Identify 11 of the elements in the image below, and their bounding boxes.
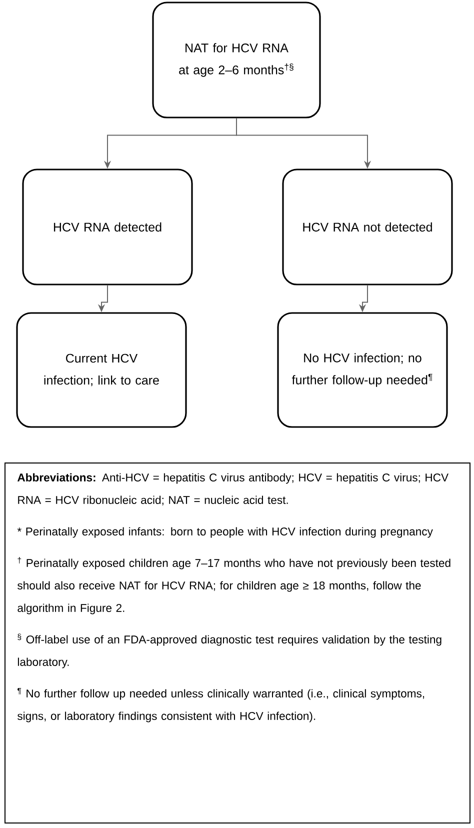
- footnote: $^{†}$ Perinatally exposed children age 7–17 months who have not previously been tested should also receive NAT for HCV RNA; for children age ≥ 18 months, follow the algorithm in Figure 2.: [18, 557, 450, 614]
- footnote: * Perinatally exposed infants: born to people with HCV infection during pregnancy: [17, 527, 433, 538]
- outcome-box: Current HCV infection; link to care: [16, 312, 187, 428]
- notes-box: [4, 462, 470, 824]
- footnote: $^{§}$ Off-label use of an FDA-approved diagnostic test requires validation by the testing laboratory.: [18, 634, 442, 668]
- outcome-box: No HCV infection; no further follow-up needed$^{¶}$: [277, 312, 448, 428]
- process-box: NAT for HCV RNA at age 2–6 months$^{†§}$: [152, 2, 321, 118]
- footnote: Abbreviations: Anti-HCV = hepatitis C virus antibody; HCV = hepatitis C virus; HCV RNA = HCV ribonucleic acid; NAT = nucleic acid test.: [17, 473, 448, 506]
- footnote: $^{¶}$ No further follow up needed unless clinically warranted (i.e., clinical symptoms, signs, or laboratory findings consistent with HCV infection).: [18, 688, 424, 722]
- result-box: HCV RNA not detected: [282, 168, 453, 286]
- result-box: HCV RNA detected: [22, 168, 193, 286]
